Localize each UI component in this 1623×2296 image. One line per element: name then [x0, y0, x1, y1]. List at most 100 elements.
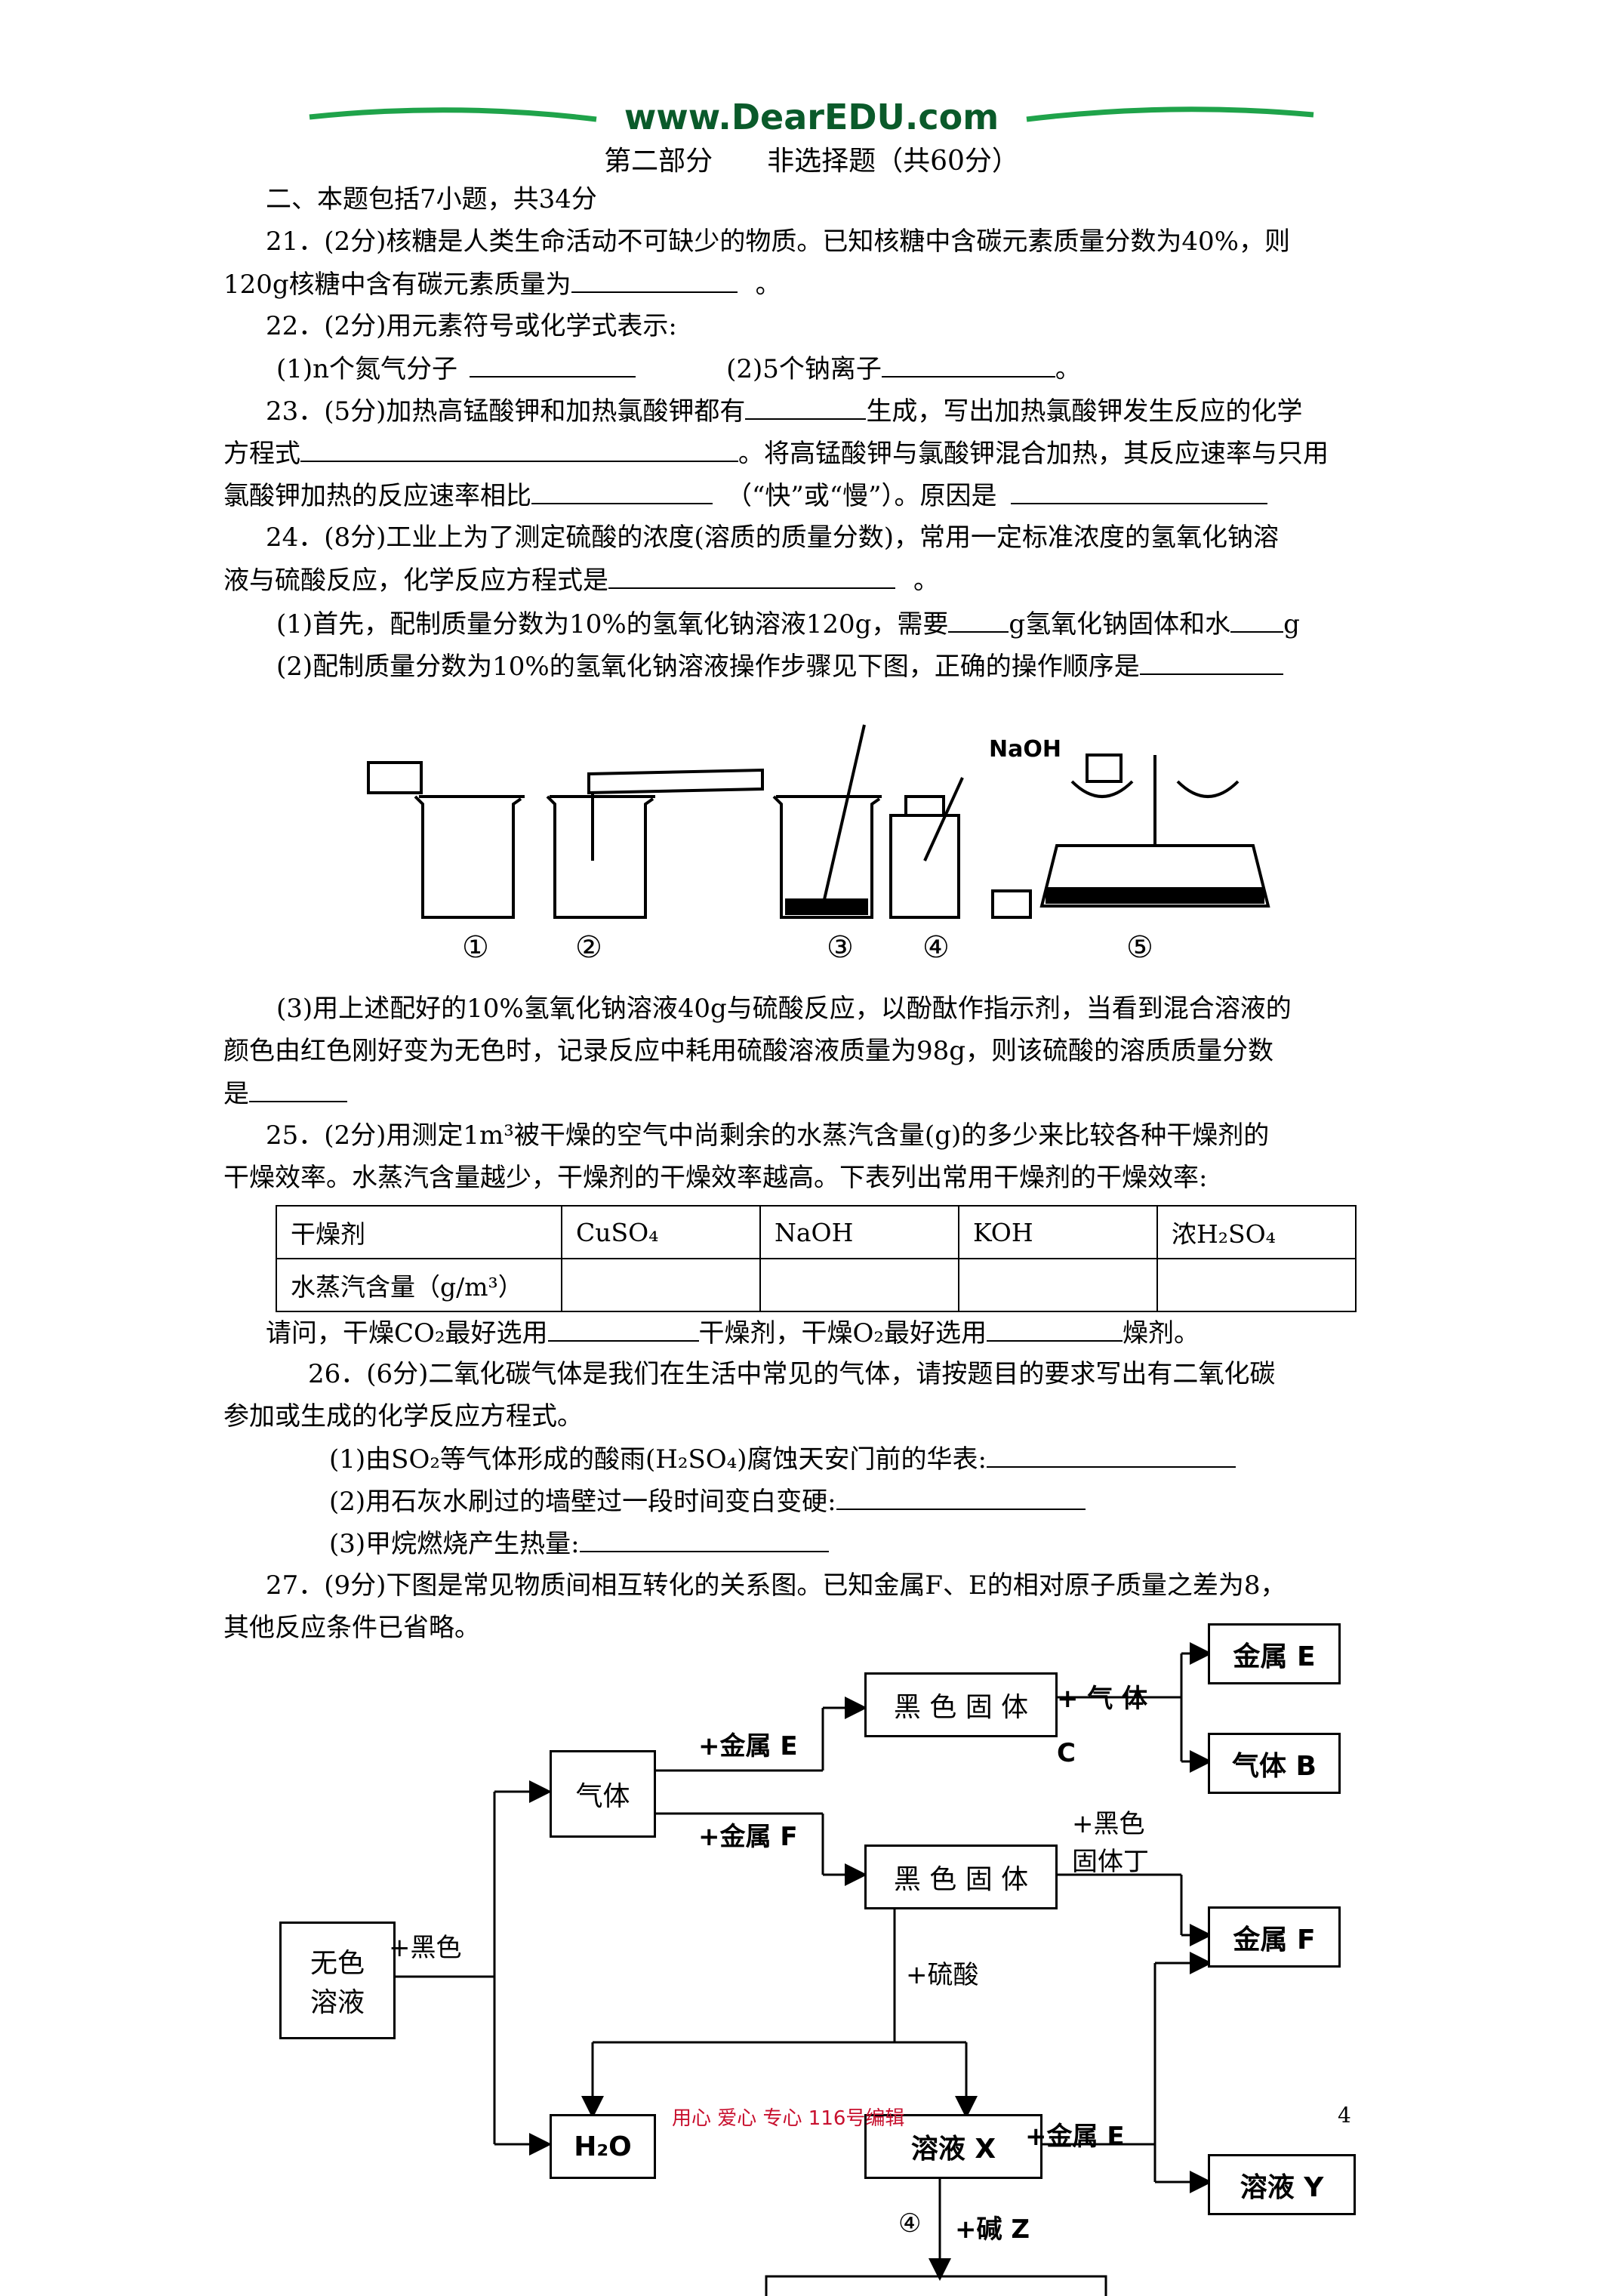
table-cell[interactable] — [561, 1258, 761, 1312]
label-plus-base-z: +碱 Z — [955, 2214, 1030, 2245]
q23-line2: 方程式。将高锰酸钾与氯酸钾混合加热，其反应速率与只用 — [223, 438, 1329, 469]
q24-part1: (1)首先，配制质量分数为10%的氢氧化钠溶液120g，需要 g氢氧化钠固体和水 g — [276, 609, 1300, 639]
scoop-icon — [367, 761, 423, 794]
q21-text: 120g核糖中含有碳元素质量为 — [223, 270, 571, 300]
page-number: 4 — [1338, 2103, 1351, 2128]
q26-line2: 参加或生成的化学反应方程式。 — [223, 1401, 583, 1432]
figure-caption-3: ③ — [827, 930, 854, 965]
q24-text1: 液与硫酸反应，化学反应方程式是 — [223, 566, 608, 596]
q25-blank1[interactable] — [547, 1318, 699, 1342]
q24-p3-text: 是 — [223, 1079, 249, 1109]
q26-p2-blank[interactable] — [836, 1486, 1086, 1510]
q25-question: 请问，干燥CO₂最好选用干燥剂，干燥O₂最好选用燥剂。 — [266, 1318, 1200, 1348]
q21-answer-blank[interactable] — [571, 269, 738, 293]
q24-p1-text2: g氢氧化钠固体和水 — [1009, 609, 1231, 639]
q24-p2-blank[interactable] — [1139, 651, 1283, 675]
q25-text3: 燥剂。 — [1123, 1318, 1200, 1348]
q24-p1-text1: (1)首先，配制质量分数为10%的氢氧化钠溶液120g，需要 — [276, 609, 949, 639]
box-colorless-line2: 溶液 — [310, 1987, 365, 2018]
q23-text2: 生成，写出加热氯酸钾发生反应的化学 — [866, 396, 1303, 427]
figure-caption-5: ⑤ — [1126, 930, 1153, 965]
q24-part3-line1: (3)用上述配好的10%氢氧化钠溶液40g与硫酸反应，以酚酞作指示剂，当看到混合… — [276, 994, 1292, 1024]
q23-text4: 。将高锰酸钾与氯酸钾混合加热，其反应速率与只用 — [738, 439, 1329, 469]
table-row: 水蒸汽含量（g/m³） — [276, 1258, 1357, 1312]
q24-p3-blank[interactable] — [249, 1078, 347, 1102]
stirring-rod-icon — [821, 724, 866, 907]
box-solution-y: 溶液 Y — [1208, 2154, 1356, 2215]
q23-blank3[interactable] — [531, 480, 713, 504]
label-plus-metal-e-2: +金属 E — [1025, 2122, 1125, 2152]
q26-p1-blank[interactable] — [987, 1444, 1236, 1468]
header-swoosh — [309, 106, 1314, 122]
box-h2o: H₂O — [550, 2114, 656, 2179]
q26-part3: (3)甲烷燃烧产生热量: — [329, 1528, 829, 1559]
q23-blank4[interactable] — [1010, 480, 1267, 504]
q23-text1: 23．(5分)加热高锰酸钾和加热氯酸钾都有 — [266, 396, 746, 427]
q26-part1: (1)由SO₂等气体形成的酸雨(H₂SO₄)腐蚀天安门前的华表: — [329, 1444, 1236, 1475]
q21-end: 。 — [755, 270, 781, 300]
q25-blank2[interactable] — [987, 1318, 1123, 1342]
label-plus-gas: + 气 体 — [1057, 1684, 1148, 1714]
beaker-2-icon — [546, 795, 654, 919]
desiccant-table: 干燥剂 CuSO₄ NaOH KOH 浓H₂SO₄ 水蒸汽含量（g/m³） — [276, 1205, 1357, 1312]
q22-part1-blank[interactable] — [470, 353, 636, 378]
q26-p1-text: (1)由SO₂等气体形成的酸雨(H₂SO₄)腐蚀天安门前的华表: — [329, 1444, 987, 1475]
section-title: 第二部分 非选择题（共60分） — [604, 146, 1019, 177]
figure-caption-4: ④ — [922, 930, 950, 965]
box-gas-b: 气体 B — [1208, 1733, 1341, 1794]
q21-line2: 120g核糖中含有碳元素质量为 。 — [223, 269, 781, 300]
table-cell: 干燥剂 — [276, 1205, 562, 1259]
figure-caption-1: ① — [462, 930, 489, 965]
q23-blank1[interactable] — [745, 396, 867, 420]
q21-line1: 21．(2分)核糖是人类生命活动不可缺少的物质。已知核糖中含碳元素质量分数为40… — [266, 227, 1290, 257]
q24-p2-text: (2)配制质量分数为10%的氢氧化钠溶液操作步骤见下图，正确的操作顺序是 — [276, 652, 1140, 682]
label-plus-metal-f: +金属 F — [698, 1822, 798, 1852]
label-step-4: ④ — [898, 2208, 922, 2239]
footer-text: 用心 爱心 专心 116号编辑 — [672, 2107, 905, 2130]
q26-line1: 26．(6分)二氧化碳气体是我们在生活中常见的气体，请按题目的要求写出有二氧化碳 — [308, 1359, 1276, 1389]
table-cell: CuSO₄ — [561, 1205, 761, 1259]
q25-line1: 25．(2分)用测定1m³被干燥的空气中尚剩余的水蒸汽含量(g)的多少来比较各种… — [266, 1120, 1270, 1151]
q24-blank1[interactable] — [608, 565, 895, 589]
q26-p3-text: (3)甲烷燃烧产生热量: — [329, 1529, 580, 1559]
q24-p1-blank2[interactable] — [1230, 609, 1284, 633]
table-cell[interactable] — [759, 1258, 959, 1312]
label-plus-black: +黑色 — [389, 1933, 462, 1963]
beaker-1-icon — [414, 795, 522, 919]
naoh-label: NaOH — [989, 736, 1061, 763]
measuring-cylinder-icon — [587, 768, 764, 795]
q26-p3-blank[interactable] — [579, 1528, 829, 1552]
q23-text5: 氯酸钾加热的反应速率相比 — [223, 481, 531, 511]
table-cell[interactable] — [1156, 1258, 1357, 1312]
label-plus-sulfuric-acid: +硫酸 — [906, 1960, 979, 1990]
q24-p1-blank1[interactable] — [948, 609, 1009, 633]
site-logo: www.DearEDU.com — [624, 97, 999, 137]
q24-part3-line2: 颜色由红色刚好变为无色时，记录反应中耗用硫酸溶液质量为98g，则该硫酸的溶质质量… — [223, 1036, 1274, 1066]
q24-line1: 24．(8分)工业上为了测定硫酸的浓度(溶质的质量分数)，常用一定标准浓度的氢氧… — [266, 522, 1279, 553]
table-row: 干燥剂 CuSO₄ NaOH KOH 浓H₂SO₄ — [276, 1205, 1357, 1259]
q22-line2: (1)n个氮气分子(2)5个钠离子。 — [276, 353, 1081, 384]
q25-text1: 请问，干燥CO₂最好选用 — [266, 1318, 548, 1348]
intro-text: 二、本题包括7小题，共34分 — [266, 184, 597, 214]
box-solution-x: 溶液 X — [864, 2114, 1042, 2179]
box-black-solid-top: 黑 色 固 体 — [864, 1672, 1058, 1737]
balance-scale-icon — [1039, 844, 1270, 908]
q23-line1: 23．(5分)加热高锰酸钾和加热氯酸钾都有 生成，写出加热氯酸钾发生反应的化学 — [266, 396, 1302, 427]
box-metal-e: 金属 E — [1208, 1623, 1341, 1684]
figure-caption-2: ② — [575, 930, 602, 965]
q26-p2-text: (2)用石灰水刷过的墙壁过一段时间变白变硬: — [329, 1487, 836, 1517]
table-cell: KOH — [958, 1205, 1158, 1259]
table-cell: NaOH — [759, 1205, 959, 1259]
q23-text6: （“快”或“慢”）。原因是 — [726, 481, 997, 511]
q24-end: 。 — [913, 566, 939, 596]
q23-blank2[interactable] — [300, 438, 738, 462]
label-black-solid-d-1: +黑色 — [1072, 1809, 1145, 1839]
table-cell: 浓H₂SO₄ — [1156, 1205, 1357, 1259]
q24-p1-text3: g — [1283, 609, 1300, 639]
table-cell[interactable] — [958, 1258, 1158, 1312]
q22-end: 。 — [1055, 354, 1081, 384]
q22-part2-blank[interactable] — [881, 353, 1055, 378]
q26-part2: (2)用石灰水刷过的墙壁过一段时间变白变硬: — [329, 1486, 1086, 1517]
q24-part3-line3: 是 — [223, 1078, 347, 1109]
